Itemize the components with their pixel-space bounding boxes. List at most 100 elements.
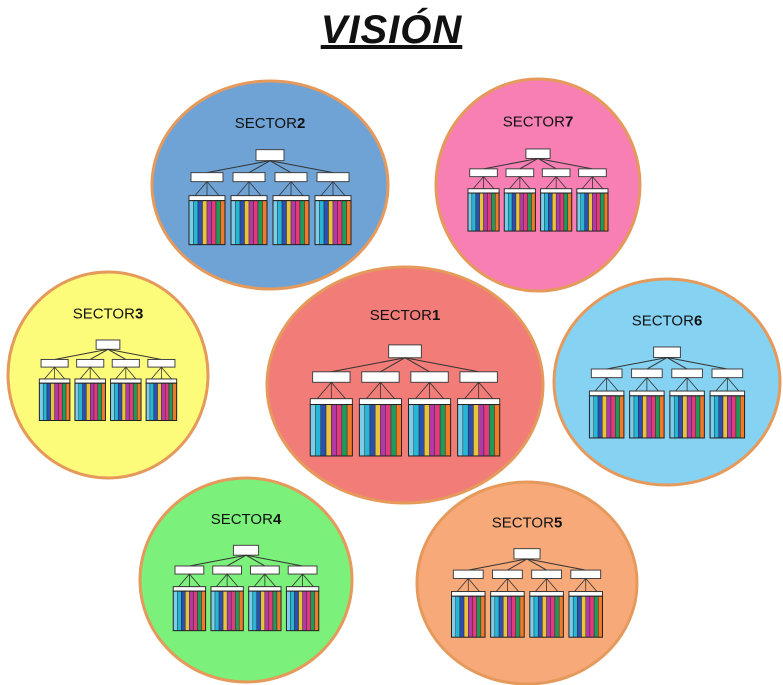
org-bin-stripe: [563, 192, 569, 232]
org-connector: [269, 160, 292, 174]
org-mid-box: [190, 172, 224, 183]
org-bin-header: [358, 398, 402, 406]
org-connector: [519, 176, 531, 189]
org-bin-stripe: [515, 596, 521, 638]
org-bin-stripe: [341, 200, 347, 245]
org-bin-stripe: [576, 192, 581, 232]
org-bin-stripe: [314, 590, 319, 631]
org-bin-stripe: [527, 192, 532, 232]
org-bin-stripe: [489, 404, 495, 457]
org-bin-stripe: [451, 596, 456, 638]
org-bin-stripe: [336, 404, 343, 457]
org-connector: [290, 181, 304, 196]
org-bin-stripe: [580, 192, 585, 232]
org-bin-stripe: [467, 404, 474, 457]
org-bin-stripe: [589, 395, 594, 439]
org-connector: [581, 176, 593, 189]
org-bin-stripe: [686, 395, 692, 439]
org-bin-stripe: [39, 383, 44, 421]
org-bin-stripe: [540, 192, 545, 232]
org-bin-stripe: [323, 200, 329, 245]
sector-5-label: SECTOR5: [492, 514, 563, 531]
org-bin-outline: [188, 200, 226, 246]
org-bin-header: [450, 591, 486, 597]
org-bin-stripe: [554, 596, 560, 638]
org-bin-header: [248, 586, 282, 592]
org-bin-stripe: [434, 404, 441, 457]
org-connector: [331, 382, 346, 399]
org-bin-outline: [669, 395, 705, 439]
org-mid-box: [452, 569, 484, 579]
org-bin-stripe: [603, 192, 609, 232]
org-bin-stripe: [475, 192, 480, 232]
org-connector: [331, 357, 406, 373]
org-bin-stripe: [507, 192, 513, 232]
org-bin-stripe: [606, 395, 612, 439]
org-bin-header: [408, 398, 452, 406]
org-bin-stripe: [157, 383, 162, 421]
org-mid-box: [111, 358, 140, 368]
org-bin-outline: [467, 192, 500, 232]
org-bin-header: [285, 586, 320, 592]
org-bin-stripe: [325, 404, 332, 457]
org-bin-stripe: [201, 590, 206, 631]
org-bin-stripe: [248, 200, 254, 245]
org-bin-stripe: [193, 590, 198, 631]
org-bin-outline: [450, 595, 486, 638]
org-bin-stripe: [264, 590, 270, 631]
org-bin-stripe: [230, 590, 236, 631]
org-bin-stripe: [286, 200, 292, 245]
org-bin-stripe: [93, 383, 99, 421]
org-bin-stripe: [507, 596, 512, 638]
org-bin-stripe: [558, 596, 564, 638]
org-bin-stripe: [65, 383, 71, 421]
sector-7: SECTOR7: [434, 77, 642, 293]
org-connector: [107, 348, 127, 360]
org-bin-stripe: [650, 395, 656, 439]
org-bin-stripe: [722, 395, 728, 439]
org-connector: [248, 160, 271, 174]
org-bin-stripe: [408, 404, 414, 457]
org-connector: [429, 382, 444, 399]
org-bin-stripe: [731, 395, 737, 439]
org-connector: [302, 573, 314, 587]
org-bin-header: [38, 378, 71, 384]
org-bin-stripe: [483, 192, 488, 232]
org-bin-outline: [230, 200, 268, 246]
org-connector: [526, 558, 586, 571]
org-bin-stripe: [206, 200, 212, 245]
org-mid-box: [232, 172, 266, 183]
org-bin-stripe: [588, 192, 593, 232]
sector-3: SECTOR3: [6, 270, 210, 480]
org-connector: [468, 558, 528, 571]
org-bin-header: [568, 591, 604, 597]
org-bin-stripe: [332, 200, 338, 245]
org-bin-stripe: [472, 596, 477, 638]
org-bin-stripe: [491, 192, 496, 232]
org-bin-stripe: [226, 590, 232, 631]
org-connector: [107, 348, 162, 360]
org-bin-outline: [576, 192, 609, 232]
org-connector: [537, 157, 593, 170]
org-connector: [404, 357, 479, 373]
org-bin-stripe: [740, 395, 745, 439]
org-bin-stripe: [602, 395, 607, 439]
org-bin-stripe: [533, 596, 539, 638]
org-bin-header: [529, 591, 564, 597]
org-bin-stripe: [50, 383, 55, 421]
org-bin-stripe: [593, 395, 599, 439]
org-mid-box: [711, 368, 744, 379]
org-connector: [666, 357, 688, 370]
org-bin-stripe: [519, 596, 525, 638]
org-bin-stripe: [262, 200, 268, 245]
org-bin-stripe: [230, 200, 236, 245]
org-bin-stripe: [145, 383, 151, 421]
org-bin-stripe: [252, 590, 257, 631]
sector-3-org-chart: [38, 339, 178, 421]
org-bin-header: [110, 378, 142, 384]
org-bin-stripe: [718, 395, 724, 439]
org-bin-stripe: [298, 590, 303, 631]
org-bin-stripe: [385, 404, 392, 457]
org-bin-outline: [457, 404, 501, 457]
org-bin-stripe: [476, 596, 482, 638]
